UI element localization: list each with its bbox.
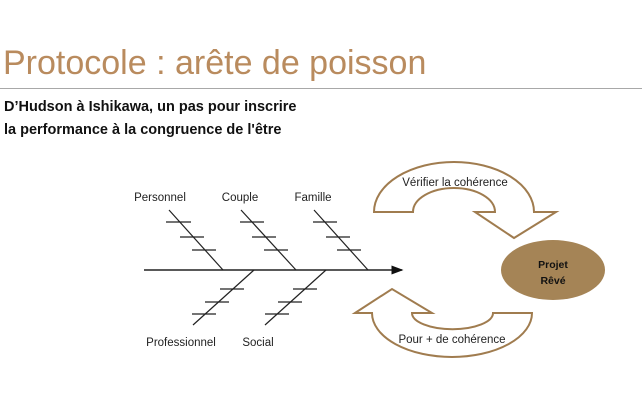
label-couple: Couple bbox=[222, 192, 258, 204]
label-social: Social bbox=[242, 337, 273, 349]
title-divider bbox=[0, 88, 642, 89]
slide-title: Protocole : arête de poisson bbox=[3, 44, 427, 82]
coherence-arrow bbox=[351, 287, 534, 358]
bone-social bbox=[264, 269, 327, 326]
bone-personnel bbox=[166, 209, 224, 271]
bone-famille bbox=[313, 209, 369, 271]
slide-subtitle: D’Hudson à Ishikawa, un pas pour inscrir… bbox=[4, 96, 297, 142]
goal-label-line-2: Rêvé bbox=[540, 275, 565, 287]
bone-professionnel bbox=[192, 269, 255, 326]
verify-arrow bbox=[372, 161, 560, 240]
label-famille: Famille bbox=[294, 192, 331, 204]
verify-arrow-label: Vérifier la cohérence bbox=[402, 177, 507, 189]
subtitle-line-2: la performance à la congruence de l'être bbox=[4, 122, 282, 138]
goal-ellipse bbox=[501, 240, 605, 300]
bone-couple bbox=[240, 209, 297, 271]
goal-label-line-1: Projet bbox=[538, 259, 568, 271]
coherence-arrow-label: Pour + de cohérence bbox=[398, 334, 505, 346]
label-professionnel: Professionnel bbox=[146, 337, 216, 349]
subtitle-line-1: D’Hudson à Ishikawa, un pas pour inscrir… bbox=[4, 99, 297, 115]
label-personnel: Personnel bbox=[134, 192, 186, 204]
